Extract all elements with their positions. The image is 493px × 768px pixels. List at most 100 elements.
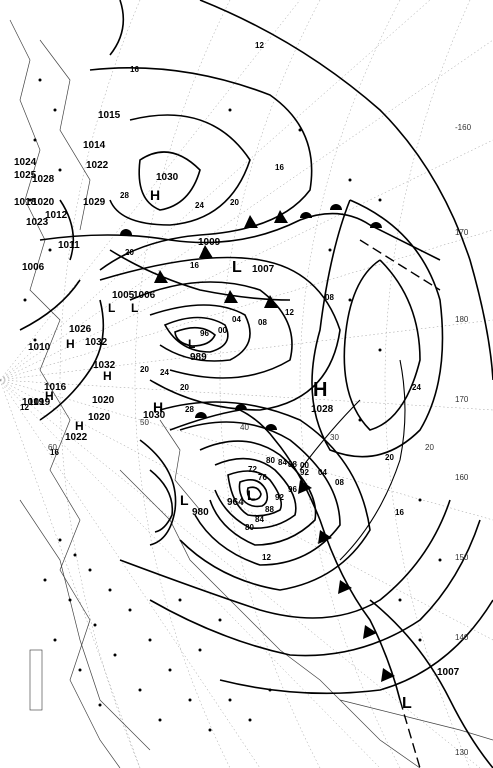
low-symbol: L [202, 245, 211, 261]
value-label: 1006 [22, 262, 45, 273]
isobar-label: 12 [285, 308, 294, 317]
pressure-value: 980 [192, 507, 209, 518]
isobar-label: 80 [266, 456, 275, 465]
high-symbol: H [153, 399, 163, 415]
latitude-label: 20 [425, 443, 434, 452]
pressure-value: 1005 [112, 290, 135, 301]
isobar-label: 84 [255, 515, 264, 524]
longitude-label: 170 [455, 228, 469, 237]
longitude-label: 170 [455, 395, 469, 404]
longitude-label: 130 [455, 748, 469, 757]
value-label: 1022 [65, 432, 88, 443]
value-label: 1025 [14, 170, 37, 181]
isobar-label: 24 [195, 201, 204, 210]
pressure-centers: H 1028 H 1030 H 1030 H 1032 H 1026 H 101… [28, 172, 460, 712]
value-label: 1028 [32, 174, 55, 185]
low-symbol: L [188, 337, 195, 351]
value-label: 1020 [92, 395, 115, 406]
value-label: 1032 [85, 337, 108, 348]
low-symbol: L [131, 301, 138, 315]
value-label: 1024 [14, 157, 37, 168]
low-pressure-center: L 1007 [402, 667, 460, 712]
fronts [39, 204, 441, 768]
isobar-label: 08 [258, 318, 267, 327]
isobar-label: 20 [180, 383, 189, 392]
pressure-value: 1006 [133, 290, 156, 301]
isobar-label: 96 [200, 329, 209, 338]
latitude-label: 60 [48, 443, 57, 452]
low-symbol: L [180, 492, 189, 508]
high-symbol: H [313, 379, 327, 401]
graticule-labels: -160 170 180 170 160 150 140 130 20 30 4… [48, 123, 472, 757]
high-pressure-center: H 1026 [66, 324, 92, 351]
value-label: 1022 [86, 160, 109, 171]
isobar-label: 08 [325, 293, 334, 302]
high-pressure-center: H 1019 [28, 389, 54, 408]
pressure-value: 1026 [69, 324, 92, 335]
latitude-label: 50 [140, 418, 149, 427]
value-label: 1016 [44, 382, 67, 393]
isobar-label: 04 [232, 315, 241, 324]
isobar-label: 88 [288, 460, 297, 469]
legend-box [29, 649, 43, 711]
pressure-value: 989 [190, 352, 207, 363]
low-symbol: L [232, 259, 242, 276]
isobar-label: 16 [190, 261, 199, 270]
isobar-label: 04 [318, 468, 327, 477]
isobar-label: 16 [50, 448, 59, 457]
longitude-label: 180 [455, 315, 469, 324]
pressure-value: 1007 [437, 667, 460, 678]
isobar-label: 24 [412, 383, 421, 392]
longitude-label: -160 [455, 123, 472, 132]
high-symbol: H [66, 337, 75, 351]
isobar-label: 16 [275, 163, 284, 172]
high-symbol: H [150, 187, 160, 203]
isobar-label: 88 [265, 505, 274, 514]
pressure-value: 1028 [311, 404, 334, 415]
value-label: 1015 [98, 110, 121, 121]
longitude-label: 160 [455, 473, 469, 482]
high-symbol: H [75, 419, 84, 433]
low-pressure-center: L 1006 [131, 290, 156, 315]
longitude-label: 150 [455, 553, 469, 562]
top-left-values: 1024 1025 1018 1020 1028 1012 1023 1029 … [14, 110, 121, 443]
low-pressure-center: L 964 [227, 487, 256, 508]
isobar-label: 16 [130, 65, 139, 74]
value-label: 1020 [32, 197, 55, 208]
isobars [19, 0, 493, 768]
value-label: 1011 [58, 240, 80, 251]
isobar-label: 12 [20, 403, 29, 412]
isobar-labels: 16 12 16 20 24 28 20 16 12 08 04 00 96 9… [20, 41, 421, 562]
isobar-label: 20 [125, 248, 134, 257]
low-symbol: L [108, 301, 115, 315]
station-plots [23, 78, 442, 732]
coastlines [9, 19, 493, 768]
isobar-label: 20 [385, 453, 394, 462]
isobar-label: 84 [278, 458, 287, 467]
high-pressure-center: H 1028 [311, 379, 334, 415]
latitude-label: 40 [240, 423, 249, 432]
isobar-label: 28 [185, 405, 194, 414]
high-pressure-center: H 1020 [75, 412, 111, 433]
high-symbol: H [45, 389, 54, 403]
latitude-label: 30 [330, 433, 339, 442]
pressure-value: 1032 [93, 360, 116, 371]
value-label: 1018 [14, 197, 37, 208]
value-label: 1012 [45, 210, 68, 221]
isobar-label: 28 [120, 191, 129, 200]
high-pressure-center: H 1030 [150, 172, 179, 203]
pressure-value: 1020 [88, 412, 111, 423]
isobar-label: 16 [395, 508, 404, 517]
pressure-value: 1007 [252, 264, 275, 275]
isobar-label: 72 [248, 465, 257, 474]
low-pressure-center: L 1005 [108, 290, 135, 315]
isobar-label: 12 [262, 553, 271, 562]
low-pressure-center: L 980 [180, 492, 209, 518]
low-pressure-center: L 1007 [232, 259, 275, 276]
pressure-value: 1009 [198, 237, 221, 248]
value-label: 1010 [28, 342, 51, 353]
longitude-label: 140 [455, 633, 469, 642]
value-label: 1019 [22, 397, 45, 408]
